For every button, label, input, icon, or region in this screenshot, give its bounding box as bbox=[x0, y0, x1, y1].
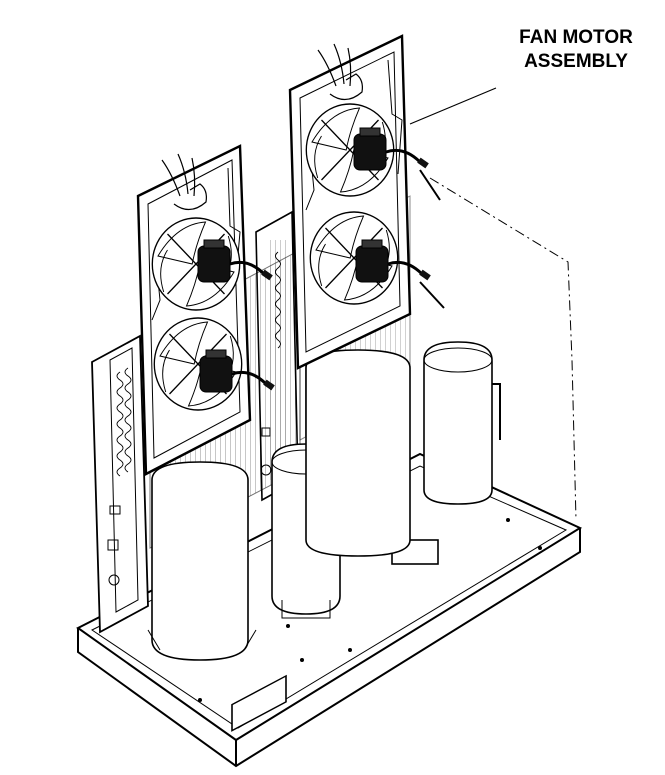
compressor-icon bbox=[147, 461, 257, 661]
left-coil-panel bbox=[91, 334, 149, 634]
fan-motor-assembly-right bbox=[288, 34, 445, 370]
callout-line-2: ASSEMBLY bbox=[524, 51, 628, 72]
compressor-rear-left bbox=[305, 349, 411, 557]
callout-leader-line bbox=[409, 87, 497, 125]
alignment-guide-line bbox=[429, 177, 577, 521]
fan-motor-assembly-left bbox=[136, 144, 277, 476]
callout-line-1: FAN MOTOR bbox=[519, 27, 633, 48]
fan-motor-assembly-label: FAN MOTOR ASSEMBLY bbox=[476, 26, 665, 74]
compressor-rear-right bbox=[423, 341, 501, 505]
condenser-coil-icon bbox=[116, 367, 132, 477]
